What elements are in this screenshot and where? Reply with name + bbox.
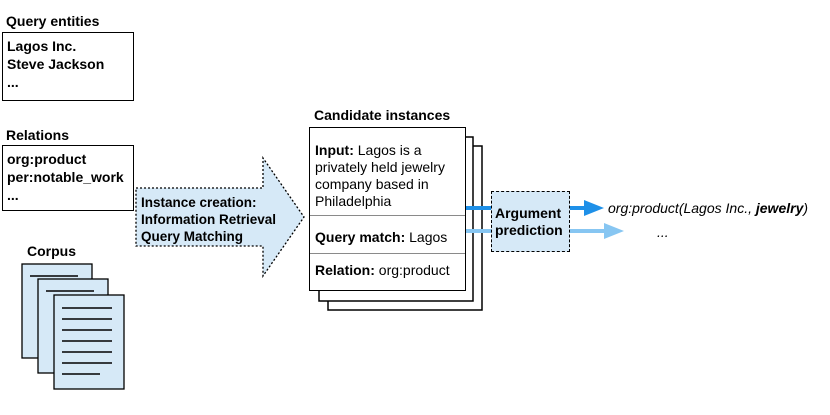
query-entity-item: ... xyxy=(7,74,19,90)
corpus-documents-icon xyxy=(21,263,125,390)
prediction-ellipsis: ... xyxy=(657,224,669,240)
candidate-instances-title: Candidate instances xyxy=(314,107,451,123)
prediction-output: org:product(Lagos Inc., jewelry) xyxy=(608,200,809,216)
relations-box: org:product per:notable_work ... xyxy=(2,145,134,211)
instance-creation-arrow xyxy=(135,155,305,279)
relations-title: Relations xyxy=(6,127,70,143)
instance-creation-label: Instance creation: Information Retrieval… xyxy=(141,195,277,244)
query-entity-item: Steve Jackson xyxy=(7,56,105,72)
candidate-instance-card: Input: Lagos is a privately held jewelry… xyxy=(309,127,466,291)
query-entities-title: Query entities xyxy=(6,13,100,29)
divider xyxy=(310,253,465,254)
candidate-query-match: Query match: Lagos xyxy=(315,229,448,245)
corpus-title: Corpus xyxy=(27,243,76,259)
candidate-relation: Relation: org:product xyxy=(315,262,450,278)
relation-item: per:notable_work xyxy=(7,169,124,185)
relation-item: org:product xyxy=(7,151,87,167)
query-entity-item: Lagos Inc. xyxy=(7,38,77,54)
argument-prediction-label: Argument prediction xyxy=(495,205,563,238)
argument-prediction-box xyxy=(491,191,570,252)
query-entities-box: Lagos Inc. Steve Jackson ... xyxy=(2,32,134,101)
divider xyxy=(310,215,465,216)
candidate-input: Input: Lagos is a privately held jewelry… xyxy=(315,142,445,209)
relation-item: ... xyxy=(7,187,19,203)
